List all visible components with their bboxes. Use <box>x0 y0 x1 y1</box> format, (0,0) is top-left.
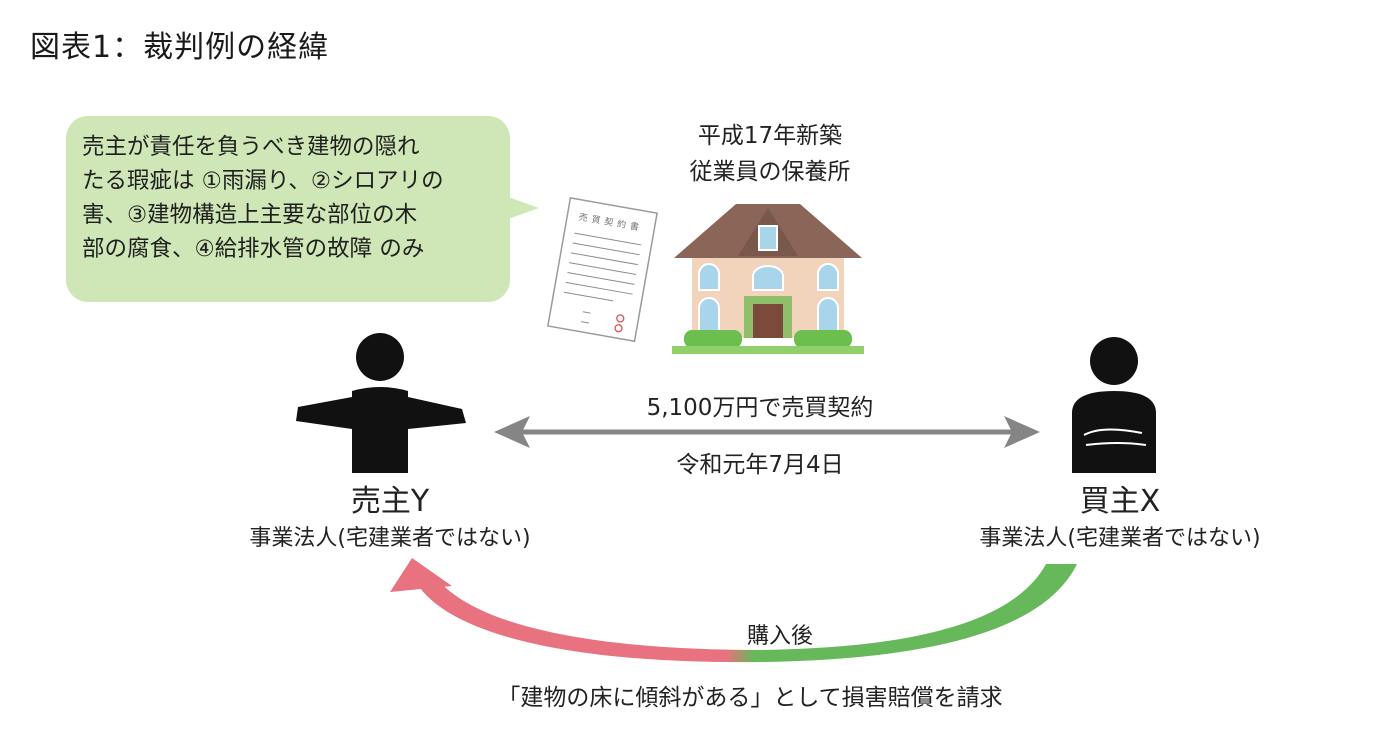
seller-name: 売主Y <box>350 484 430 519</box>
buyer-name: 買主X <box>1079 484 1161 519</box>
house-icon <box>672 204 864 354</box>
buyer-description: 事業法人(宅建業者ではない) <box>979 526 1261 551</box>
speech-bubble: 売主が責任を負うべき建物の隠れ たる瑕疵は ①雨漏り、②シロアリの 害、③建物構… <box>66 116 510 302</box>
contract-date-label: 令和元年7月4日 <box>676 452 844 478</box>
contract-document-icon: 売買契約書 <box>546 197 658 343</box>
buyer-person-icon <box>1072 337 1156 473</box>
damages-claim-label: 「建物の床に傾斜がある」として損害賠償を請求 <box>497 685 1003 711</box>
speech-bubble-text: 売主が責任を負うべき建物の隠れ たる瑕疵は ①雨漏り、②シロアリの 害、③建物構… <box>82 134 444 262</box>
seller-description: 事業法人(宅建業者ではない) <box>249 526 531 551</box>
after-purchase-label: 購入後 <box>746 624 813 649</box>
speech-bubble-tail <box>505 196 539 220</box>
contract-amount-label: 5,100万円で売買契約 <box>646 395 874 421</box>
contract-double-arrow <box>494 416 1040 448</box>
house-caption: 平成17年新築 従業員の保養所 <box>689 123 851 185</box>
figure-title: 図表1：裁判例の経緯 <box>30 30 330 65</box>
seller-person-icon <box>296 333 466 473</box>
claim-curved-arrow <box>390 558 1077 663</box>
